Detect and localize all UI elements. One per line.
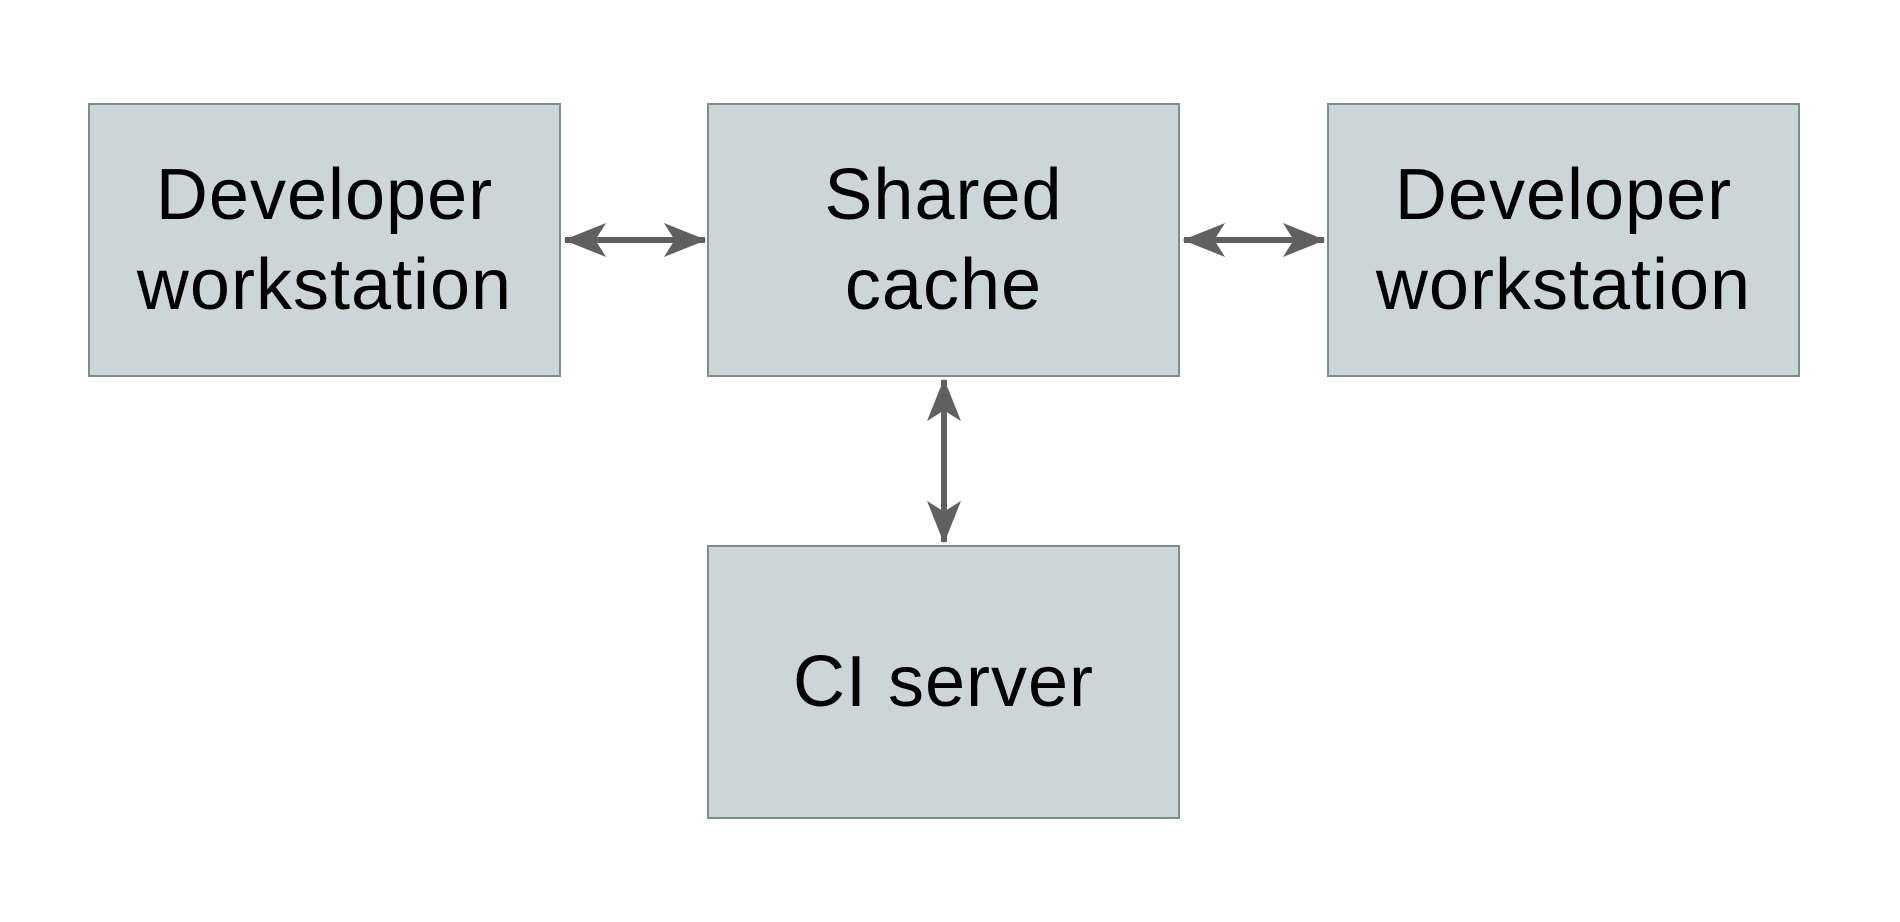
node-label: Shared cache [824,150,1062,330]
node-label: Developer workstation [137,150,512,330]
node-label: CI server [793,637,1094,727]
node-label-line: CI server [792,642,1095,722]
node-ci-server: CI server [707,545,1180,819]
node-label-line: Shared [824,155,1063,235]
node-label-line: Developer [1394,155,1733,235]
node-label: Developer workstation [1376,150,1751,330]
node-label-line: workstation [1375,245,1752,325]
node-shared-cache: Shared cache [707,103,1180,377]
node-label-line: cache [844,245,1043,325]
node-developer-workstation-right: Developer workstation [1327,103,1800,377]
node-developer-workstation-left: Developer workstation [88,103,561,377]
node-label-line: workstation [136,245,513,325]
node-label-line: Developer [155,155,494,235]
